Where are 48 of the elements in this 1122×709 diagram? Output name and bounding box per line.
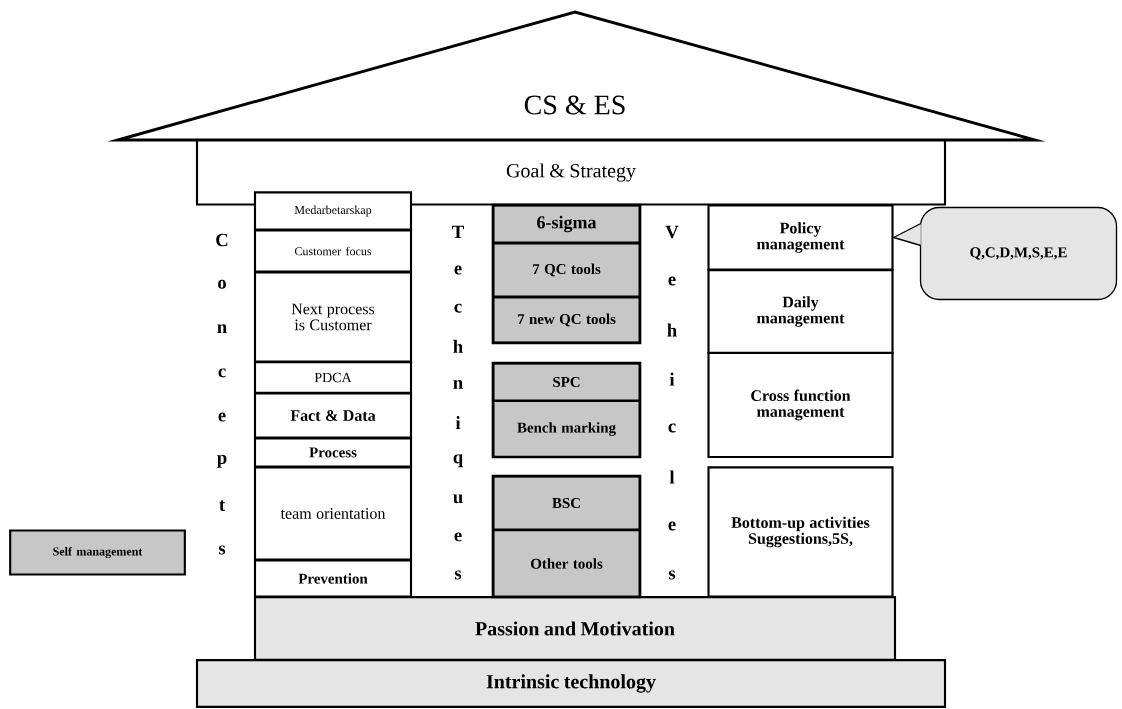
letter: i [455,416,461,430]
concept-box: Medarbetarskap [253,191,413,231]
letter: u [453,494,463,504]
concept-box: Customer focus [253,229,413,273]
letter: t [219,500,225,512]
speech-bubble-tail [891,222,922,247]
letter: s [668,570,676,580]
letter: V [665,225,679,239]
technique-box: Other tools [492,529,641,598]
letter: i [669,372,675,386]
technique-box: BSC [492,475,641,531]
technique-box: 6-sigma [492,204,641,244]
letter: T [452,225,464,239]
letter: s [454,570,462,580]
letter: e [668,521,676,531]
technique-box: 7 new QC tools [492,296,641,344]
label-box: Self management [9,529,186,576]
letter: C [216,233,228,247]
technique-box: Bench marking [492,399,641,459]
vehicle-box: Daily management [707,269,894,354]
letter: e [454,265,462,275]
concept-box: Process [253,437,413,468]
letter: o [218,279,226,289]
band: Passion and Motivation [253,596,897,661]
vehicle-box: Cross function management [707,351,894,459]
vehicle-box: Bottom-up activities Suggestions,5S, [707,466,894,598]
letter: c [668,423,676,433]
letter: n [453,380,463,389]
letter: s [218,545,226,555]
concept-box: PDCA [253,361,413,394]
letter: c [218,368,226,378]
letter: e [218,412,226,422]
letter: p [217,455,227,468]
technique-box: 7 QC tools [492,242,641,298]
letter: h [667,323,677,337]
letter: l [669,470,675,484]
concept-box: Prevention [253,559,413,598]
letter: e [668,276,676,286]
concept-box: Fact & Data [253,392,413,439]
vehicle-box: Policy management [707,204,894,271]
letter: e [454,532,462,542]
letter: n [217,324,227,333]
letter: c [454,303,462,313]
letter: q [453,454,463,468]
speech-bubble: Q,C,D,M,S,E,E [919,206,1118,301]
technique-box: SPC [492,362,641,402]
letter: h [453,339,463,353]
base-band: Intrinsic technology [195,659,947,708]
